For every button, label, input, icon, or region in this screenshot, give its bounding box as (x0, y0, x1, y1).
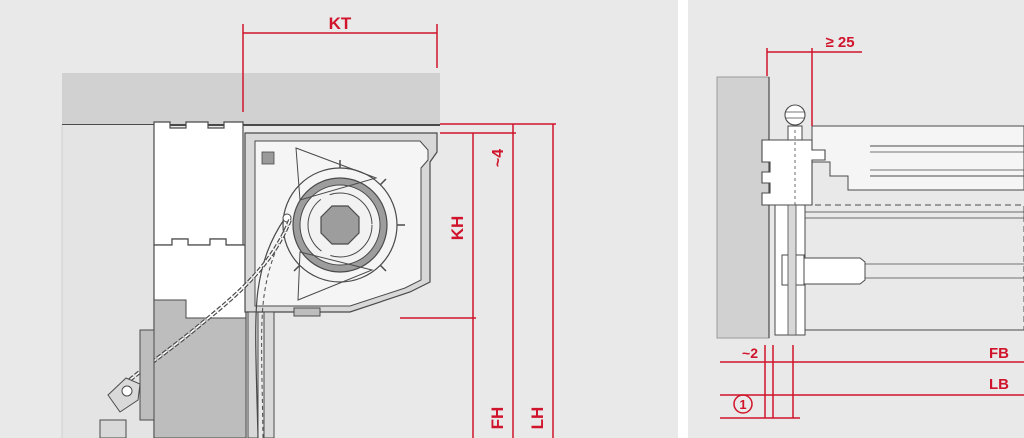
lh-label: LH (528, 407, 547, 430)
octagonal-shaft (320, 205, 360, 245)
min-25-label: ≥ 25 (825, 34, 854, 51)
guide-rail-left (247, 311, 259, 438)
masonry-block-upper (153, 121, 244, 246)
fb-label: FB (989, 345, 1009, 362)
roller-axle-end (803, 257, 866, 285)
window-frame (153, 299, 247, 438)
panel-separator (678, 0, 688, 438)
guide-rail-right (263, 311, 275, 438)
approx-2-label: ~2 (742, 345, 758, 361)
adjustment-knob (784, 104, 806, 126)
reference-marker-circle (733, 394, 753, 414)
left-section-drawing: KT KH ~4 FH LH (61, 14, 556, 438)
box-end-cap (761, 139, 826, 206)
fh-label: FH (488, 407, 507, 430)
kh-label: KH (448, 216, 467, 241)
dimension-lines-right (720, 48, 1024, 419)
wall-section (716, 76, 770, 339)
right-plan-drawing: ≥ 25 ~2 FB LB 1 (716, 34, 1024, 419)
box-screw (261, 151, 275, 165)
dimension-lines-left (242, 24, 556, 438)
approx-4-label: ~4 (490, 149, 507, 167)
reference-marker-label: 1 (739, 397, 746, 412)
lb-label: LB (989, 376, 1009, 393)
belt-cable (255, 217, 286, 438)
kt-label: KT (329, 14, 352, 33)
crank-bracket (139, 329, 155, 421)
lintel (62, 73, 440, 125)
box-top-profile (811, 125, 1024, 191)
